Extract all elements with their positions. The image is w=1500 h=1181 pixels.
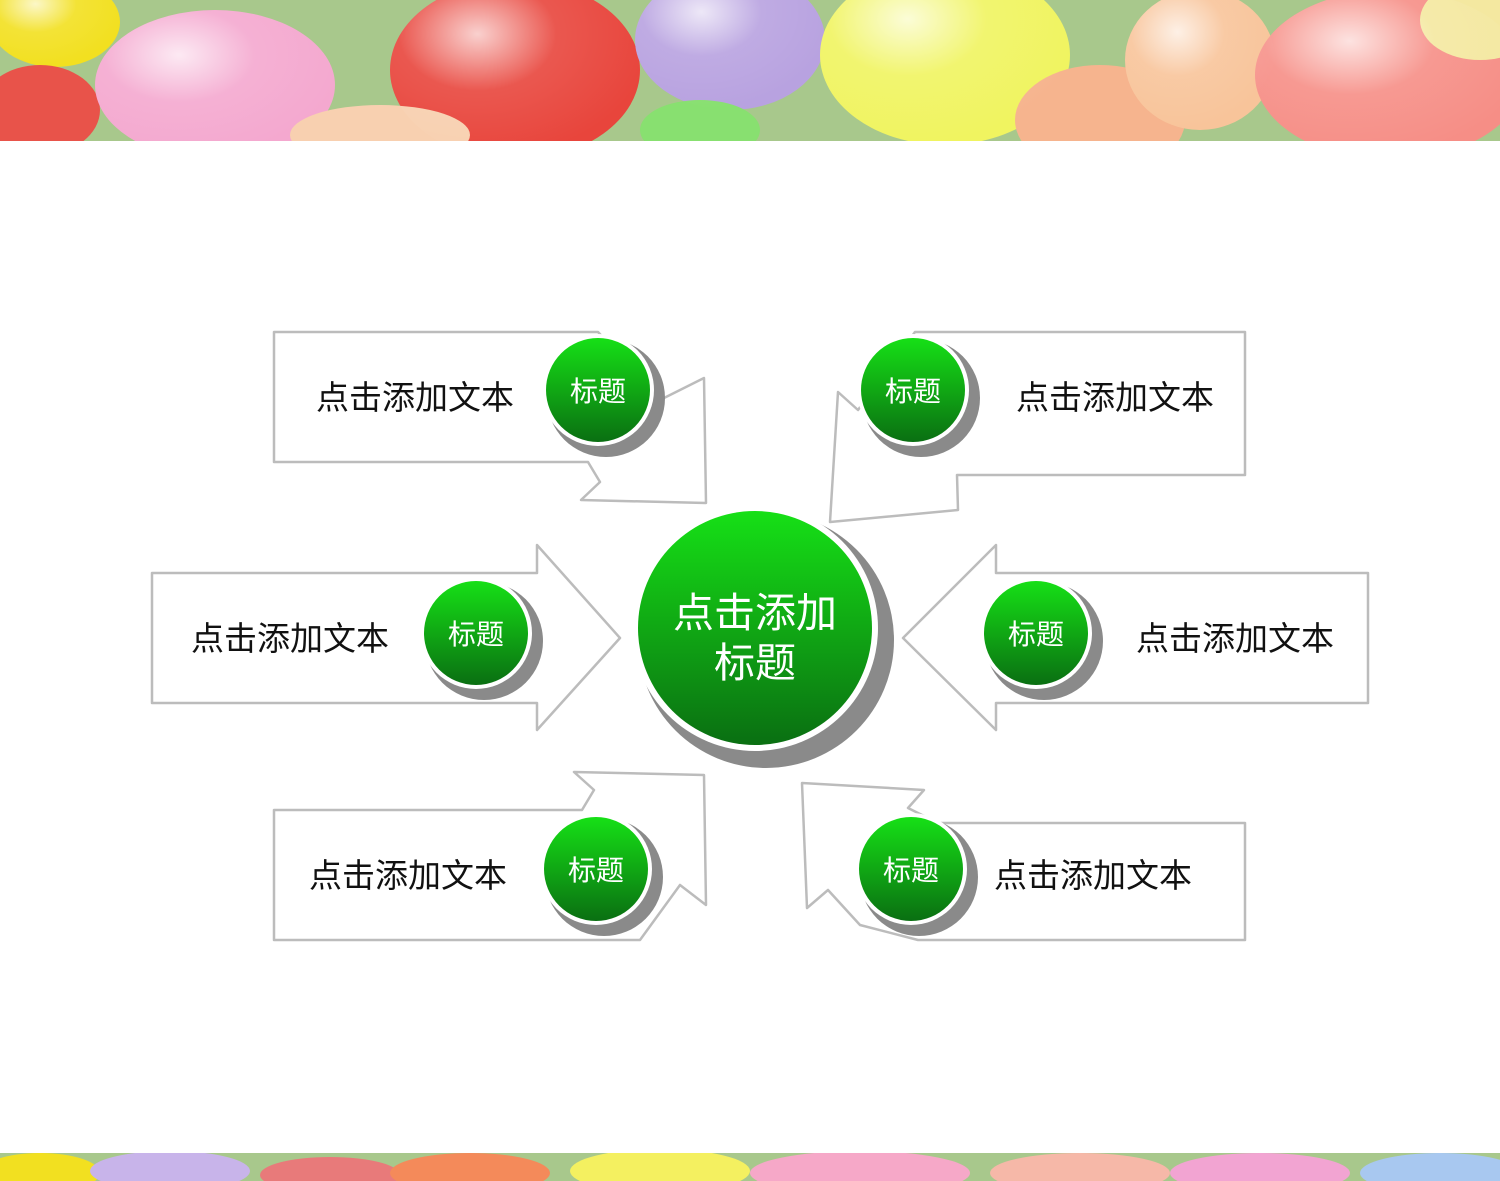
item-text-middle-left: 点击添加文本 xyxy=(191,619,389,658)
badge-middle-left: 标题 xyxy=(420,577,543,700)
center-hub[interactable]: 点击添加 标题 xyxy=(632,505,894,768)
item-middle-left[interactable]: 点击添加文本 标题 xyxy=(150,543,622,732)
badge-label-middle-right: 标题 xyxy=(1008,618,1064,651)
item-text-top-right: 点击添加文本 xyxy=(1016,378,1214,417)
badge-label-bottom-right: 标题 xyxy=(883,854,939,887)
center-title-line2: 标题 xyxy=(714,639,796,687)
badge-label-bottom-left: 标题 xyxy=(568,854,624,887)
item-bottom-left[interactable]: 点击添加文本 标题 xyxy=(272,770,708,942)
item-bottom-right[interactable]: 点击添加文本 标题 xyxy=(800,781,1247,942)
badge-middle-right: 标题 xyxy=(980,577,1103,700)
candy-hearts-banner-bottom xyxy=(0,1153,1500,1181)
badge-label-middle-left: 标题 xyxy=(448,618,504,651)
item-text-middle-right: 点击添加文本 xyxy=(1136,619,1334,658)
item-text-bottom-left: 点击添加文本 xyxy=(309,856,507,895)
item-middle-right[interactable]: 点击添加文本 标题 xyxy=(901,543,1370,732)
badge-label-top-left: 标题 xyxy=(570,375,626,408)
item-top-right[interactable]: 点击添加文本 标题 xyxy=(828,330,1247,524)
badge-bottom-left: 标题 xyxy=(540,813,663,936)
item-text-top-left: 点击添加文本 xyxy=(316,378,514,417)
item-top-left[interactable]: 点击添加文本 标题 xyxy=(272,330,708,505)
badge-bottom-right: 标题 xyxy=(855,813,978,936)
badge-label-top-right: 标题 xyxy=(885,375,941,408)
candy-hearts-banner-top xyxy=(0,0,1500,141)
item-text-bottom-right: 点击添加文本 xyxy=(994,856,1192,895)
badge-top-right: 标题 xyxy=(857,334,980,457)
badge-top-left: 标题 xyxy=(542,334,665,457)
center-title-line1: 点击添加 xyxy=(673,589,837,637)
